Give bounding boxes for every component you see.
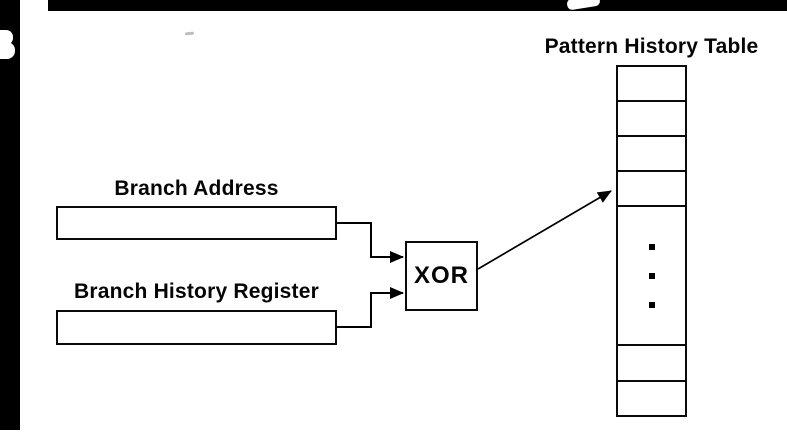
branch-history-register [56, 310, 337, 345]
scan-white-notch [0, 42, 15, 59]
pattern-table-entry-cell [618, 135, 685, 170]
wire-branch-address-to-xor [337, 222, 404, 263]
branch-address-label: Branch Address [114, 177, 279, 200]
pattern-history-table-label: Pattern History Table [544, 35, 759, 58]
scan-top-border [48, 0, 787, 11]
ellipsis-dot [648, 243, 655, 250]
wire-xor-to-table [477, 190, 612, 270]
pattern-table-entry-cell [618, 100, 685, 135]
pattern-table-entry-cell [618, 344, 685, 380]
pattern-history-table [616, 65, 687, 417]
xor-box: XOR [405, 241, 478, 311]
branch-history-register-label: Branch History Register [73, 280, 319, 303]
ellipsis-dot [648, 301, 655, 308]
ellipsis-dot [648, 272, 655, 279]
pattern-table-entry-cell [618, 170, 685, 205]
pattern-table-entry-cell [618, 380, 685, 415]
scan-faint-mark [184, 31, 195, 36]
scan-left-border [0, 0, 20, 430]
pattern-table-ellipsis-cell [618, 205, 685, 344]
xor-label: XOR [413, 262, 469, 289]
branch-address-register [56, 206, 337, 240]
scan-white-notch [0, 30, 13, 45]
pattern-table-entry-cell [618, 67, 685, 100]
scan-corner-block [0, 0, 18, 9]
